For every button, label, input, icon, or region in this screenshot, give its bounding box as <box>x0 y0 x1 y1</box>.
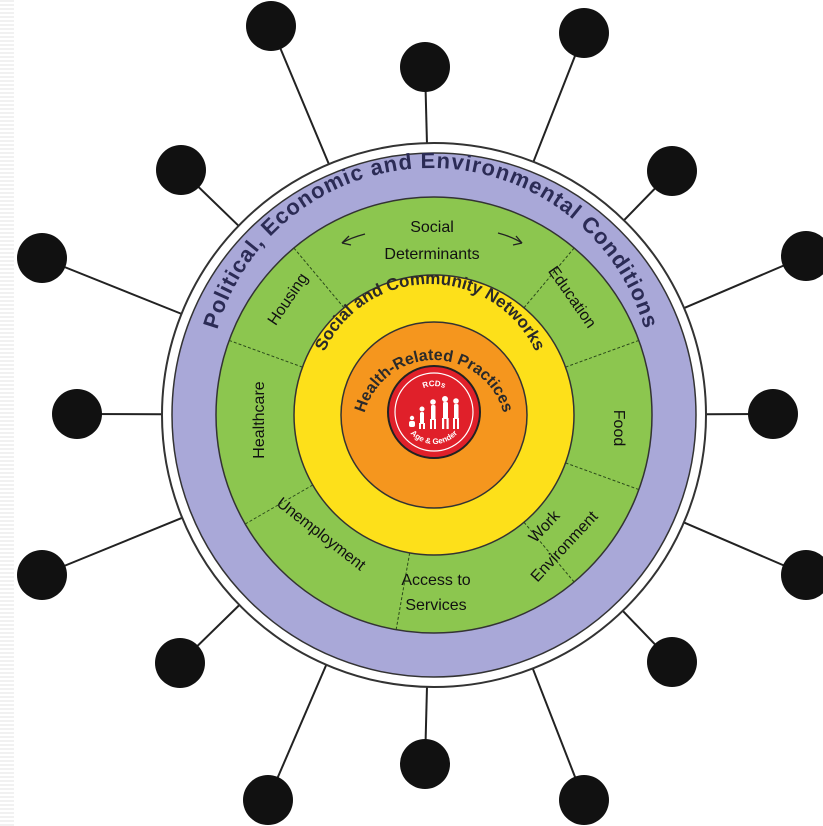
segment-divider <box>293 247 345 309</box>
social-determinants-title-line2: Determinants <box>384 246 479 263</box>
spoke-line <box>41 257 182 315</box>
spoke-node <box>781 231 823 281</box>
spoke-node <box>559 775 609 825</box>
spokes <box>17 1 823 825</box>
spoke-node <box>156 145 206 195</box>
segment-divider <box>228 339 303 368</box>
segment-divider <box>565 462 640 491</box>
segment-access-line1: Access to <box>401 572 470 589</box>
spoke-node <box>748 389 798 439</box>
spoke-node <box>17 550 67 600</box>
segment-food: Food <box>610 410 627 446</box>
spoke-node <box>17 233 67 283</box>
segment-dividers <box>228 247 640 630</box>
spoke-node <box>647 637 697 687</box>
center-top-text: RCDs <box>421 379 447 390</box>
double-arrow-icon <box>341 232 523 246</box>
segment-access-line2: Services <box>405 597 466 614</box>
spoke-line <box>41 516 183 576</box>
spoke-node <box>400 42 450 92</box>
left-edge-stripe <box>0 0 14 826</box>
spoke-node <box>400 739 450 789</box>
segment-divider <box>244 484 314 525</box>
spoke-node <box>243 775 293 825</box>
spoke-node <box>647 146 697 196</box>
segment-divider <box>523 521 575 583</box>
evolution-figures-icon <box>409 396 459 429</box>
spoke-node <box>781 550 823 600</box>
segment-healthcare: Healthcare <box>251 381 268 458</box>
spoke-node <box>52 389 102 439</box>
spoke-node <box>155 638 205 688</box>
segment-divider <box>395 552 411 630</box>
center-inner-ring <box>394 372 474 452</box>
social-determinants-title-line1: Social <box>410 219 454 236</box>
segment-divider <box>565 339 640 368</box>
segment-divider <box>523 247 575 309</box>
spoke-node <box>246 1 296 51</box>
spoke-node <box>559 8 609 58</box>
